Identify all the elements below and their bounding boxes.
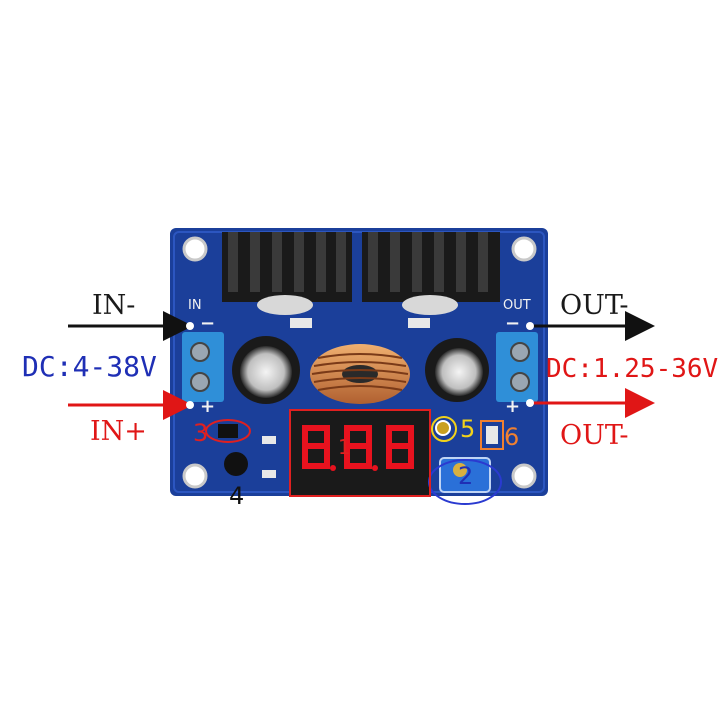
in-plus-label: IN+ <box>90 416 147 447</box>
terminal-block-output <box>496 332 538 402</box>
board-in-text: IN <box>188 298 202 313</box>
inductor-coil <box>310 344 410 404</box>
indicator-5 <box>435 420 451 436</box>
heatsink-right <box>362 232 500 315</box>
callout-ring-3 <box>205 419 251 443</box>
out-minus-top-label: OUT- <box>560 290 629 321</box>
callout-number-6: 6 <box>504 423 520 451</box>
board-out-text: OUT <box>503 298 531 313</box>
board-out-plus-sign: + <box>505 396 521 417</box>
mount-hole <box>511 236 537 262</box>
callout-number-2: 2 <box>458 462 474 490</box>
in-minus-label: IN- <box>92 290 136 321</box>
mount-hole <box>182 236 208 262</box>
transistor-4 <box>224 452 248 476</box>
terminal-block-input <box>182 332 224 402</box>
board-in-minus-sign: − <box>200 313 216 334</box>
potentiometer-2 <box>439 457 491 493</box>
callout-number-3: 3 <box>193 419 209 447</box>
heatsink-left <box>222 232 352 315</box>
mount-hole <box>182 463 208 489</box>
callout-number-5: 5 <box>460 415 476 443</box>
smd-component-3 <box>218 424 238 438</box>
led-6 <box>486 426 498 444</box>
callout-ring-5 <box>431 416 457 442</box>
callout-box-6 <box>480 420 504 450</box>
dc-output-label: DC:1.25-36V <box>546 354 719 384</box>
board-in-plus-sign: + <box>200 396 216 417</box>
callout-box-1 <box>289 409 431 497</box>
dc-input-label: DC:4-38V <box>22 350 157 383</box>
mount-hole <box>511 463 537 489</box>
out-minus-bottom-label: OUT- <box>560 420 629 451</box>
callout-number-4: 4 <box>229 482 245 510</box>
board-out-minus-sign: − <box>505 313 521 334</box>
callout-number-1: 1 <box>338 435 351 459</box>
seven-segment-display <box>289 409 431 497</box>
